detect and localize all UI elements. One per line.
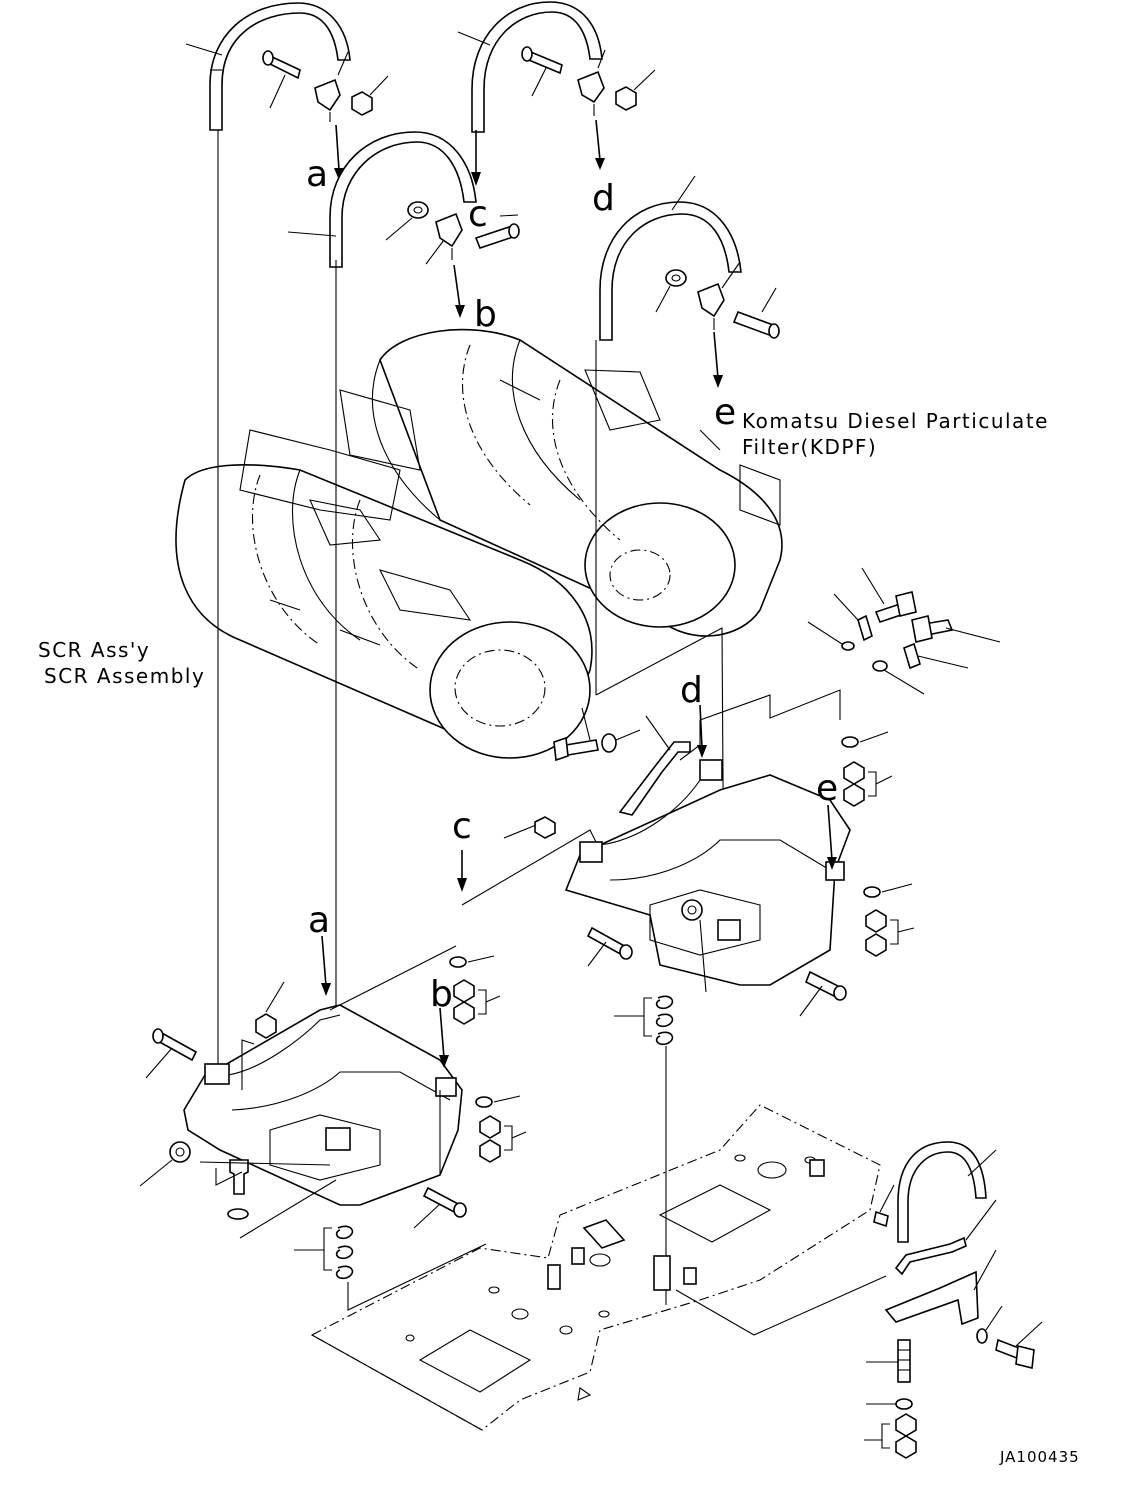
kdpf-label-line2: Filter(KDPF) (742, 435, 877, 459)
stud-br (866, 1339, 911, 1383)
bracket-b1 (425, 212, 463, 265)
bolt-b1 (474, 214, 520, 249)
nut-stack-b-lower (475, 1095, 527, 1163)
bracket-a1 (314, 78, 341, 122)
bracket-e1 (697, 261, 741, 330)
spring-washers-right (614, 995, 674, 1046)
drawing-number: JA100435 (999, 1448, 1080, 1466)
hose-bracket-d (618, 715, 691, 816)
washer-c3 (681, 899, 707, 993)
callout-b-frame: b (430, 974, 453, 1015)
mounting-bracket (884, 1249, 997, 1326)
bolt-c1 (521, 46, 563, 97)
bolt-a2 (145, 1028, 198, 1079)
scr-mount-frame (183, 1004, 463, 1206)
clip-r2 (903, 642, 969, 670)
washer-a3 (139, 1141, 191, 1187)
clamp-bracket (894, 1199, 997, 1276)
callout-e-frame: e (816, 768, 838, 809)
nut-stack-e-lower (863, 883, 915, 957)
kdpf-assembly (372, 328, 783, 637)
bolt-c3 (586, 926, 633, 967)
pin-small (873, 1184, 895, 1228)
nut-a2 (255, 981, 285, 1039)
washer-r2 (872, 660, 925, 695)
bolt-e1 (732, 287, 780, 339)
bolt-e3 (799, 970, 847, 1017)
nut-stack-b-upper (449, 955, 501, 1025)
kdpf-mount-frame (564, 759, 851, 986)
washer-br (976, 1305, 1003, 1344)
bolt-b3 (413, 1186, 467, 1229)
callout-e-top: e (714, 392, 736, 433)
clip-r1 (833, 593, 873, 642)
callout-c-frame: c (452, 806, 472, 847)
washer-r1 (807, 621, 855, 651)
bolt-r1 (861, 567, 917, 623)
base-plate (310, 1104, 881, 1431)
mounting-strap-b (287, 131, 477, 268)
nut-c1 (615, 69, 656, 111)
washer-d1 (601, 729, 641, 753)
nut-stack-br (864, 1398, 917, 1459)
bracket-c1 (577, 70, 605, 116)
callout-a-top: a (306, 154, 328, 195)
scr-label-line2: SCR Assembly (44, 664, 205, 688)
callout-c-top: c (468, 194, 488, 235)
mounting-strap-a (185, 2, 351, 131)
bolt-br (995, 1321, 1043, 1369)
stud-a3 (215, 1159, 249, 1220)
washer-c2 (503, 816, 556, 839)
mounting-strap-c (457, 1, 603, 133)
washer-b1 (385, 201, 429, 241)
nut-a1 (351, 75, 389, 116)
kdpf-label-line1: Komatsu Diesel Particulate (742, 409, 1049, 433)
bolt-a1 (262, 50, 301, 109)
scr-label-line1: SCR Ass'y (38, 638, 150, 662)
nut-stack-e-upper (841, 731, 893, 807)
bolt-d1 (553, 707, 599, 762)
callout-a-frame: a (308, 900, 330, 941)
callout-d-top: d (592, 178, 615, 219)
bolt-r2 (911, 615, 1001, 643)
spring-washers-left (294, 1225, 354, 1280)
callout-b-top: b (474, 294, 497, 335)
washer-e1 (655, 269, 687, 313)
scr-assembly (175, 389, 593, 759)
callout-d-frame: d (680, 670, 703, 711)
small-strap (897, 1141, 997, 1243)
mounting-strap-e (599, 175, 742, 341)
